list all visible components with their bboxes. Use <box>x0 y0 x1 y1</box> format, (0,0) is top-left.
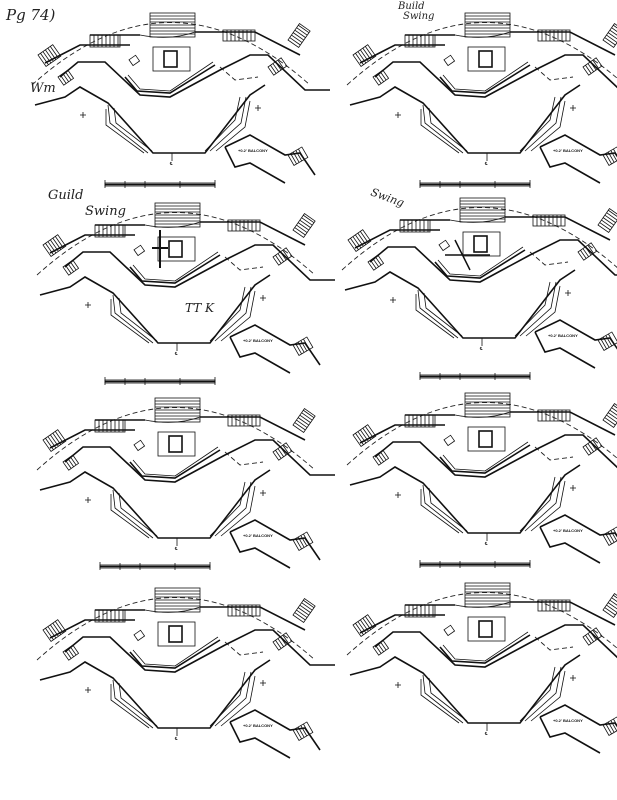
plan-panel-3: +0.2' BALCONY ℄ <box>36 202 336 374</box>
center-mark: ℄ <box>479 346 483 351</box>
annotation-guild: Guild <box>48 188 83 203</box>
balcony-label: +0.2' BALCONY <box>243 723 273 728</box>
center-mark: ℄ <box>169 161 173 166</box>
hand-sketch-mark <box>445 239 490 271</box>
balcony-label: +0.2' BALCONY <box>238 148 268 153</box>
plan-panel-4: +0.2' BALCONY ℄ <box>341 197 617 369</box>
scale-bar <box>104 376 216 386</box>
balcony-label: +0.2' BALCONY <box>553 148 583 153</box>
center-mark: ℄ <box>484 161 488 166</box>
balcony-label: +0.2' BALCONY <box>553 528 583 533</box>
center-mark: ℄ <box>174 546 178 551</box>
annotation-build-swing: Swing <box>403 11 434 22</box>
scale-bar <box>104 179 216 189</box>
balcony-label: +0.2' BALCONY <box>243 338 273 343</box>
center-mark: ℄ <box>174 351 178 356</box>
plan-panel-8: +0.2' BALCONY ℄ <box>346 582 617 754</box>
center-mark: ℄ <box>484 541 488 546</box>
annotation-tk: TT K <box>185 301 215 315</box>
page-number-note: Pg 74) <box>5 6 56 24</box>
center-mark: ℄ <box>174 736 178 741</box>
hand-sketch-mark <box>152 230 168 268</box>
balcony-label: +0.2' BALCONY <box>553 718 583 723</box>
annotation-build: Build <box>397 1 425 12</box>
scale-bar <box>419 559 531 569</box>
balcony-label: +0.2' BALCONY <box>548 333 578 338</box>
annotation-wm: Wm <box>30 81 56 96</box>
plan-panel-2: +0.2' BALCONY ℄ <box>346 12 617 184</box>
plan-panel-7: +0.2' BALCONY ℄ <box>36 587 336 759</box>
center-mark: ℄ <box>484 731 488 736</box>
plan-panel-5: +0.2' BALCONY ℄ <box>36 397 336 569</box>
scale-bar <box>99 561 211 571</box>
annotation-swing-right: Swing <box>369 186 406 210</box>
annotation-guild-swing: Swing <box>85 204 126 219</box>
plan-panel-6: +0.2' BALCONY ℄ <box>346 392 617 564</box>
scale-bar <box>419 371 531 381</box>
plan-panel-1: +0.2' BALCONY ℄ <box>31 12 331 184</box>
scale-bar <box>419 179 531 189</box>
balcony-label: +0.2' BALCONY <box>243 533 273 538</box>
